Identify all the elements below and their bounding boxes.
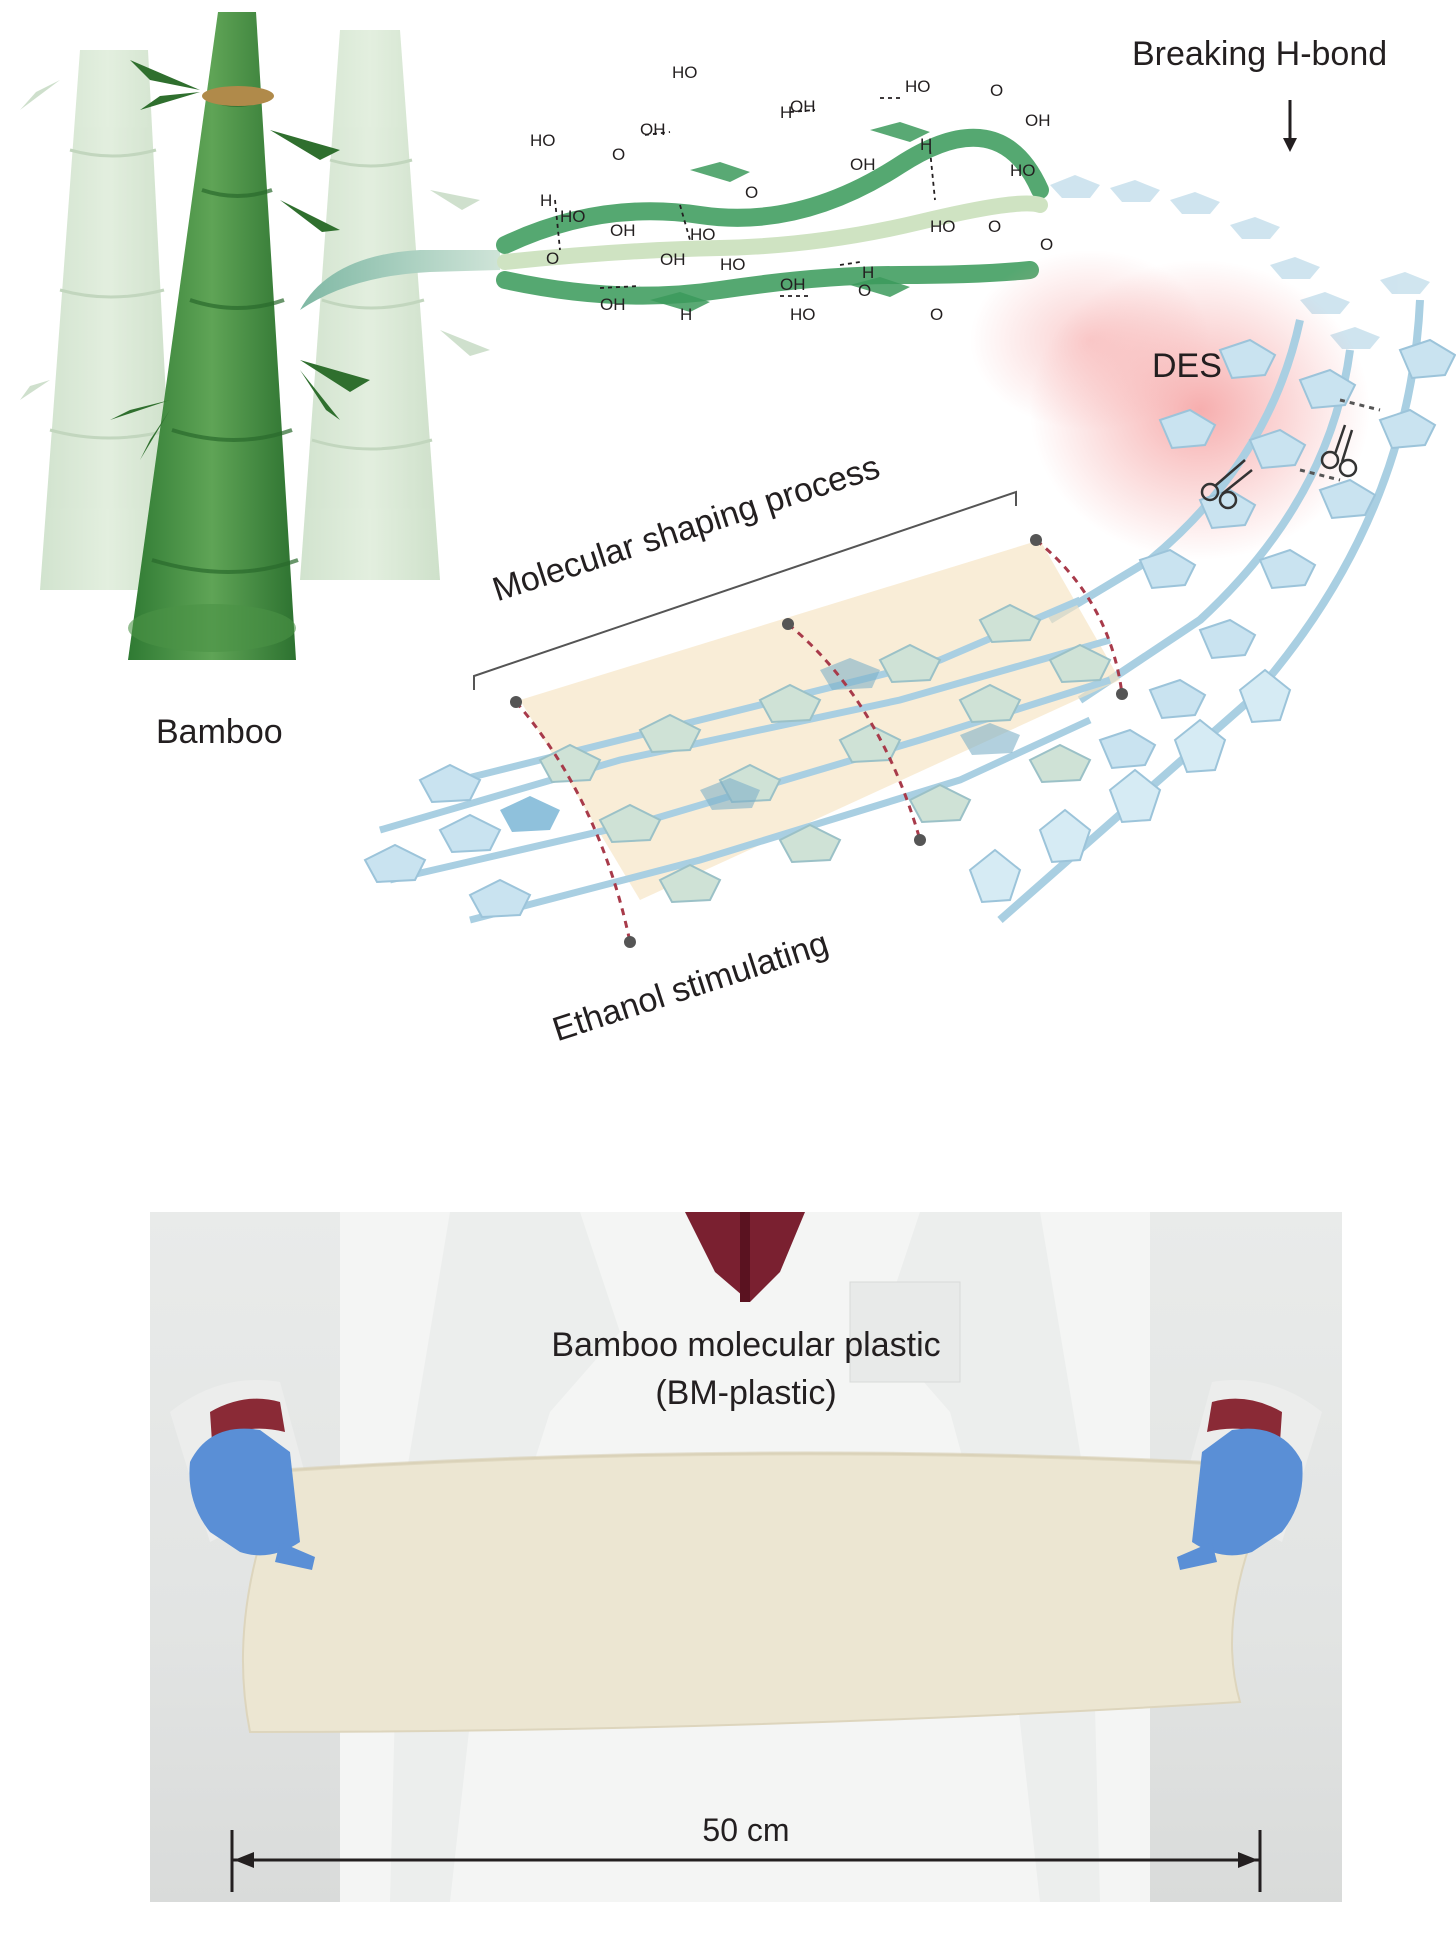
bm-plastic-photo: Bamboo molecular plastic (BM-plastic) 50… [150, 1212, 1342, 1902]
chem-atom-label: OH [780, 275, 806, 294]
chem-atom-label: O [612, 145, 625, 164]
chem-atom-label: HO [790, 305, 816, 324]
cellulose-chains [496, 122, 1049, 312]
chem-atom-label: HO [1010, 161, 1036, 180]
chem-atom-label: O [1040, 235, 1053, 254]
bamboo-stalk [128, 12, 299, 660]
chem-atom-label: HO [930, 217, 956, 236]
chem-atom-label: OH [850, 155, 876, 174]
bm-plastic-title-line2: (BM-plastic) [655, 1374, 837, 1412]
chem-atom-label: O [546, 249, 559, 268]
chem-atom-label: H [920, 135, 932, 154]
chem-atom-label: HO [672, 63, 698, 82]
chem-atom-label: O [988, 217, 1001, 236]
shaping-region [363, 490, 1128, 948]
fiber-zoom [300, 250, 500, 310]
chem-atom-label: HO [720, 255, 746, 274]
chem-atom-label: OH [610, 221, 636, 240]
chem-atom-label: OH [660, 250, 686, 269]
chem-atom-label: HO [905, 77, 931, 96]
breaking-h-bond-label: Breaking H-bond [1132, 35, 1388, 73]
chem-atom-label: OH [640, 120, 666, 139]
chem-atom-label: H [780, 103, 792, 122]
chem-atom-label: OH [1025, 111, 1051, 130]
chem-atom-label: O [930, 305, 943, 324]
bamboo-leaves [110, 60, 370, 460]
hbond-dashes [554, 97, 936, 297]
chem-atom-label: HO [560, 207, 586, 226]
photo-illustration [170, 1212, 1322, 1902]
glove-right [1177, 1428, 1303, 1570]
chem-atom-label: H [680, 305, 692, 324]
chem-atom-label: OH [600, 295, 626, 314]
bamboo-background [40, 30, 440, 590]
bm-plastic-sheet [242, 1452, 1252, 1734]
chem-atom-label: O [858, 281, 871, 300]
bm-plastic-title-line1: Bamboo molecular plastic [551, 1326, 941, 1364]
scissors-icon [1200, 424, 1358, 510]
chem-atom-label: H [540, 191, 552, 210]
chem-atom-label: HO [530, 131, 556, 150]
hex-chains-right [968, 299, 1456, 924]
glove-left [189, 1428, 315, 1570]
chem-atom-label: OH [790, 97, 816, 116]
des-label: DES [1152, 347, 1222, 385]
dimension-label: 50 cm [702, 1812, 790, 1848]
chem-atom-label: HO [690, 225, 716, 244]
chem-atom-label: O [745, 183, 758, 202]
bamboo-label: Bamboo [156, 713, 283, 751]
chem-atom-label: O [990, 81, 1003, 100]
dimension-arrow [230, 1830, 1262, 1892]
chem-atom-label: H [862, 263, 874, 282]
